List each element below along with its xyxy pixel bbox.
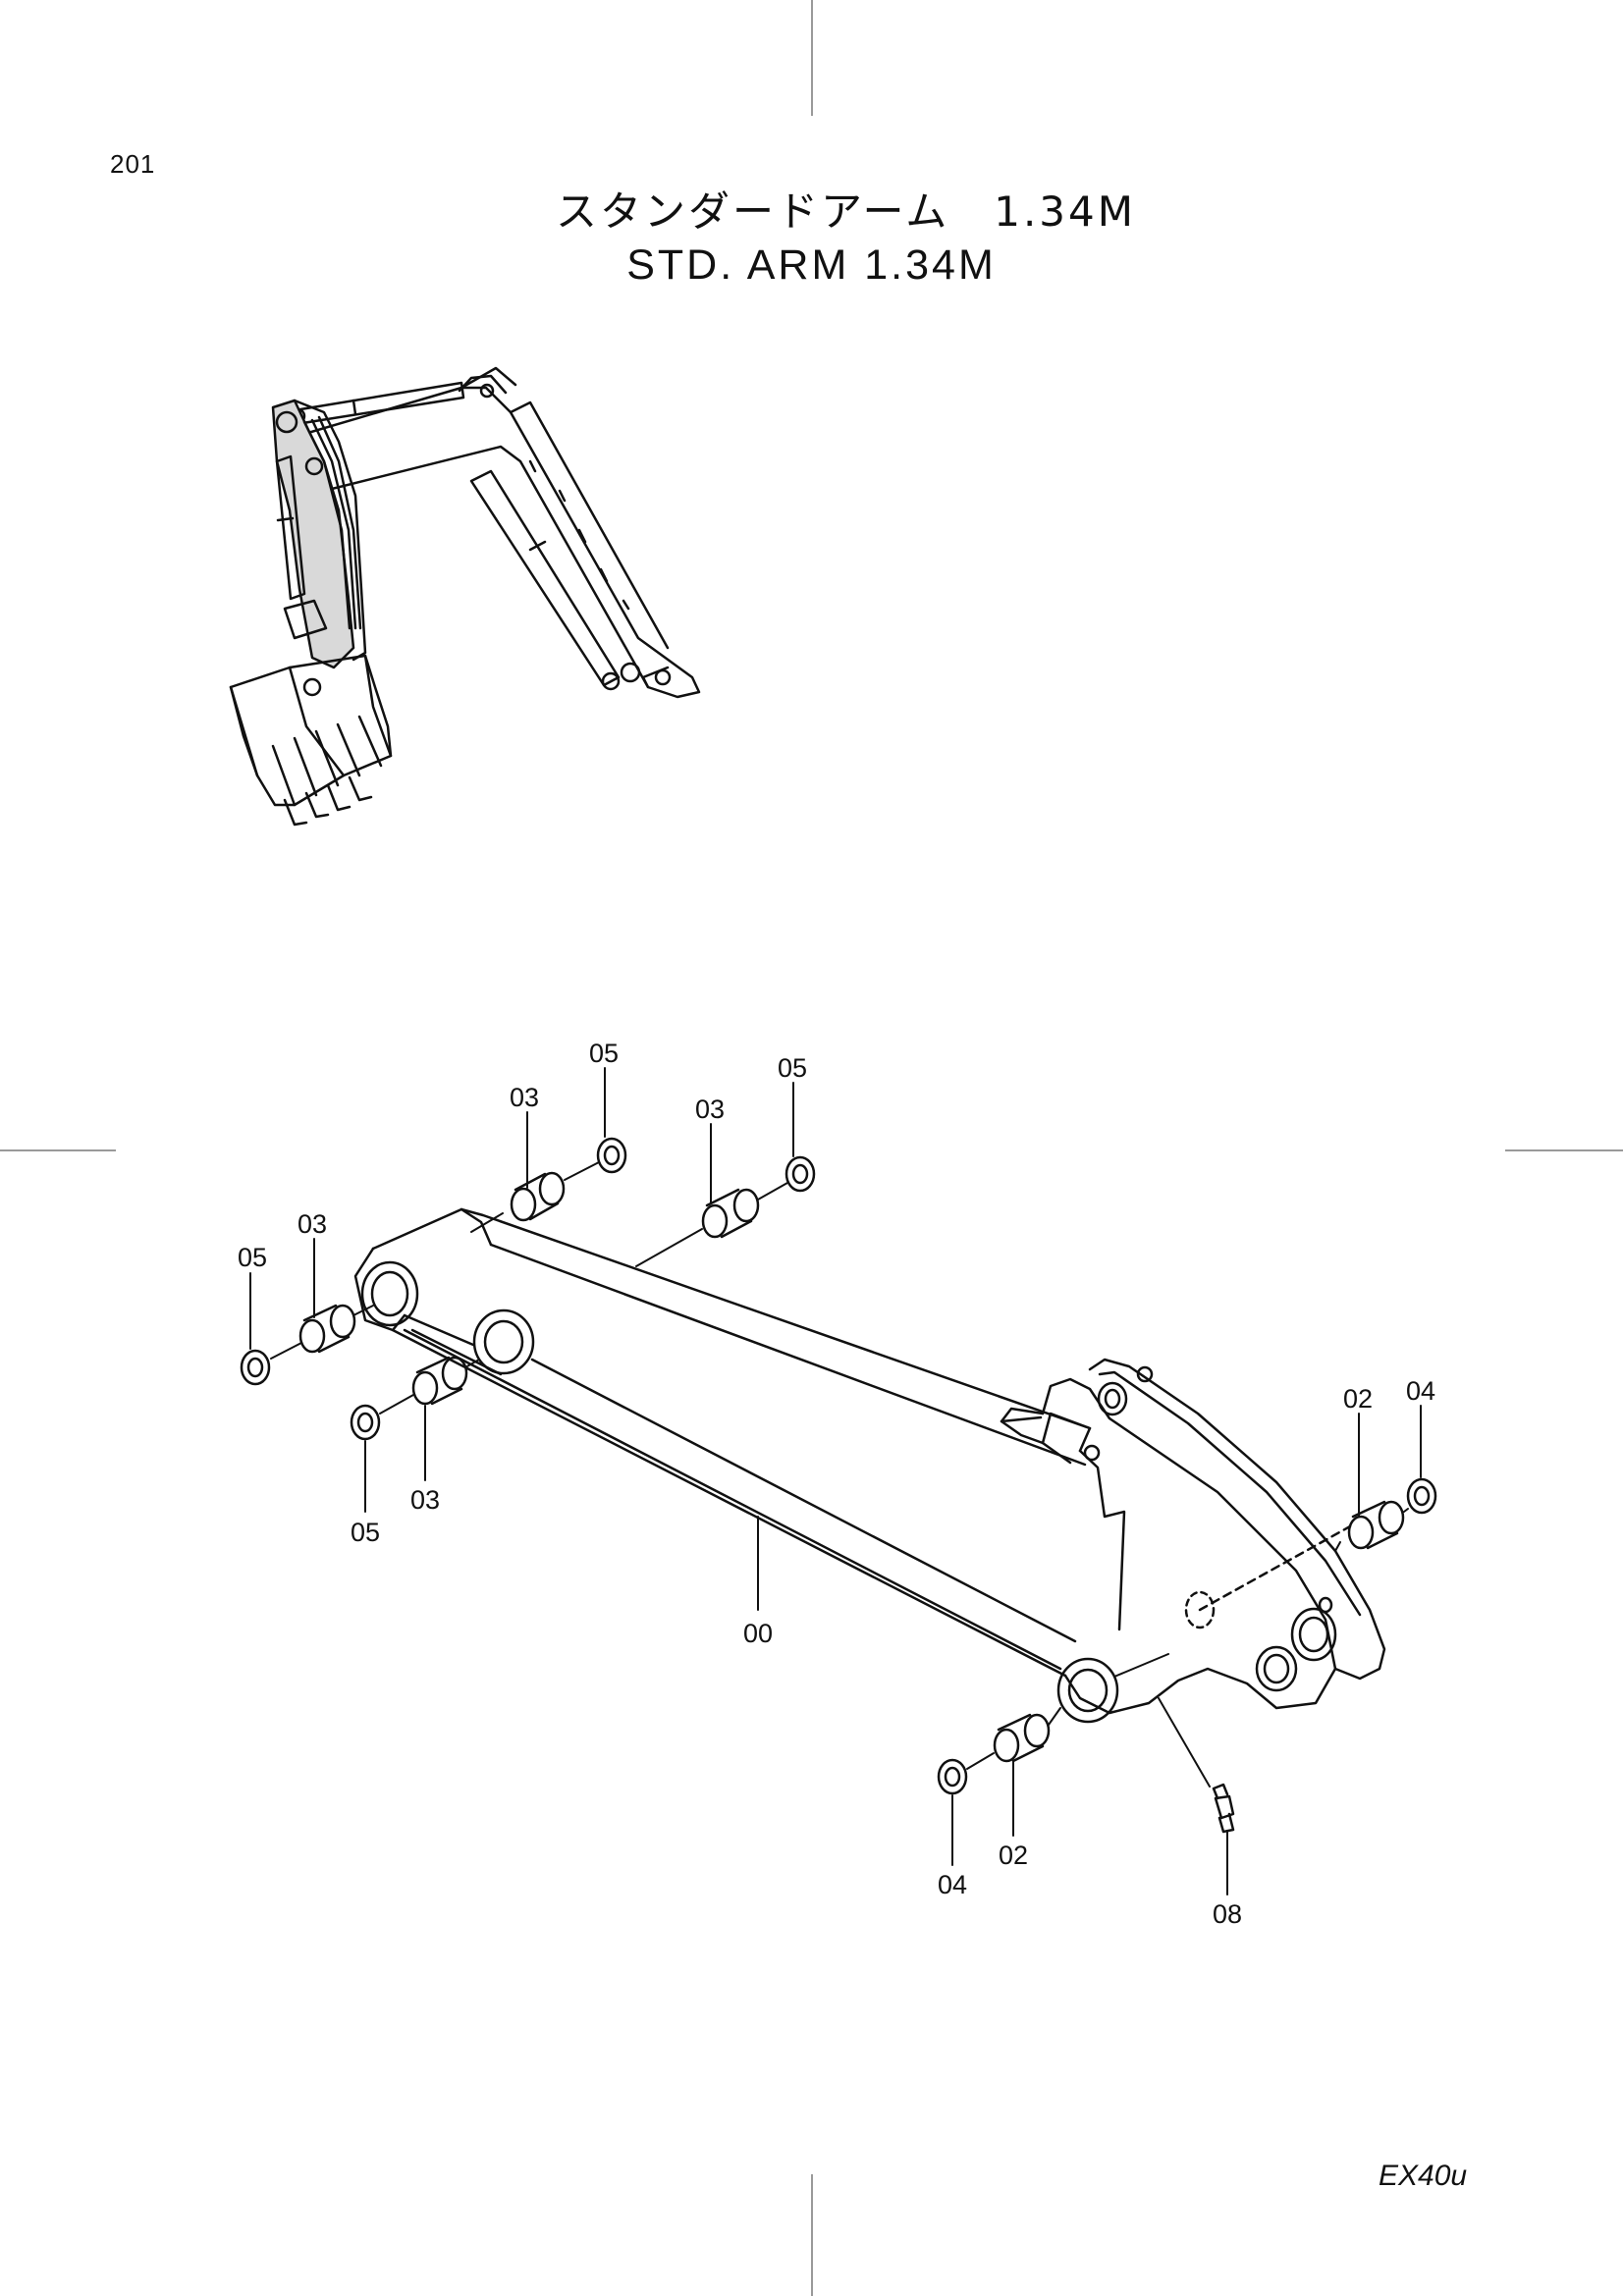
callout-03-mid: 03 [695, 1095, 725, 1124]
callout-08: 08 [1213, 1899, 1242, 1929]
bucket [229, 654, 393, 827]
bushing-02-bottom [993, 1713, 1051, 1763]
callout-05-top: 05 [589, 1039, 619, 1068]
bushing-03-top [510, 1171, 566, 1222]
callout-04-bottom: 04 [938, 1870, 967, 1899]
washer-05-mid [784, 1155, 816, 1193]
bushing-02-right [1347, 1500, 1405, 1550]
title-block: スタンダードアーム 1.34M STD. ARM 1.34M [0, 187, 1623, 293]
arm-assembly [353, 1207, 1386, 1724]
washer-05-lower [350, 1404, 381, 1441]
crop-mark-right [1505, 1149, 1623, 1151]
crop-mark-bottom [811, 2174, 813, 2296]
callout-05-lower: 05 [351, 1518, 380, 1547]
callout-02-bottom: 02 [999, 1841, 1028, 1870]
title-japanese: スタンダードアーム 1.34M [556, 187, 1136, 236]
washer-04-right [1406, 1477, 1437, 1515]
highlighted-arm [271, 399, 367, 669]
bushing-03-mid [701, 1188, 760, 1239]
washer-05-left [240, 1349, 271, 1386]
excavator-front-overview [229, 366, 701, 827]
callout-05-mid: 05 [778, 1053, 807, 1083]
callout-03-top: 03 [510, 1083, 539, 1112]
washer-04-bottom [937, 1758, 968, 1795]
washer-05-top [596, 1137, 627, 1174]
crop-mark-left [0, 1149, 116, 1151]
leader-lines [249, 1067, 1422, 1896]
bushing-03-lower [411, 1356, 468, 1406]
callout-02-right: 02 [1343, 1384, 1373, 1414]
callout-05-left: 05 [238, 1243, 267, 1272]
callout-03-lower: 03 [410, 1485, 440, 1515]
callout-labels: 05 03 05 03 03 05 05 03 00 02 04 04 02 0… [238, 1039, 1435, 1929]
bushing-03-left [298, 1304, 356, 1354]
grease-fitting-08 [1212, 1783, 1235, 1834]
title-english: STD. ARM 1.34M [626, 241, 997, 289]
page-number: 201 [110, 149, 156, 179]
callout-03-left: 03 [298, 1209, 327, 1239]
callout-00: 00 [743, 1619, 773, 1648]
callout-04-right: 04 [1406, 1376, 1435, 1406]
crop-mark-top [811, 0, 813, 116]
model-code: EX40u [1379, 2160, 1468, 2192]
